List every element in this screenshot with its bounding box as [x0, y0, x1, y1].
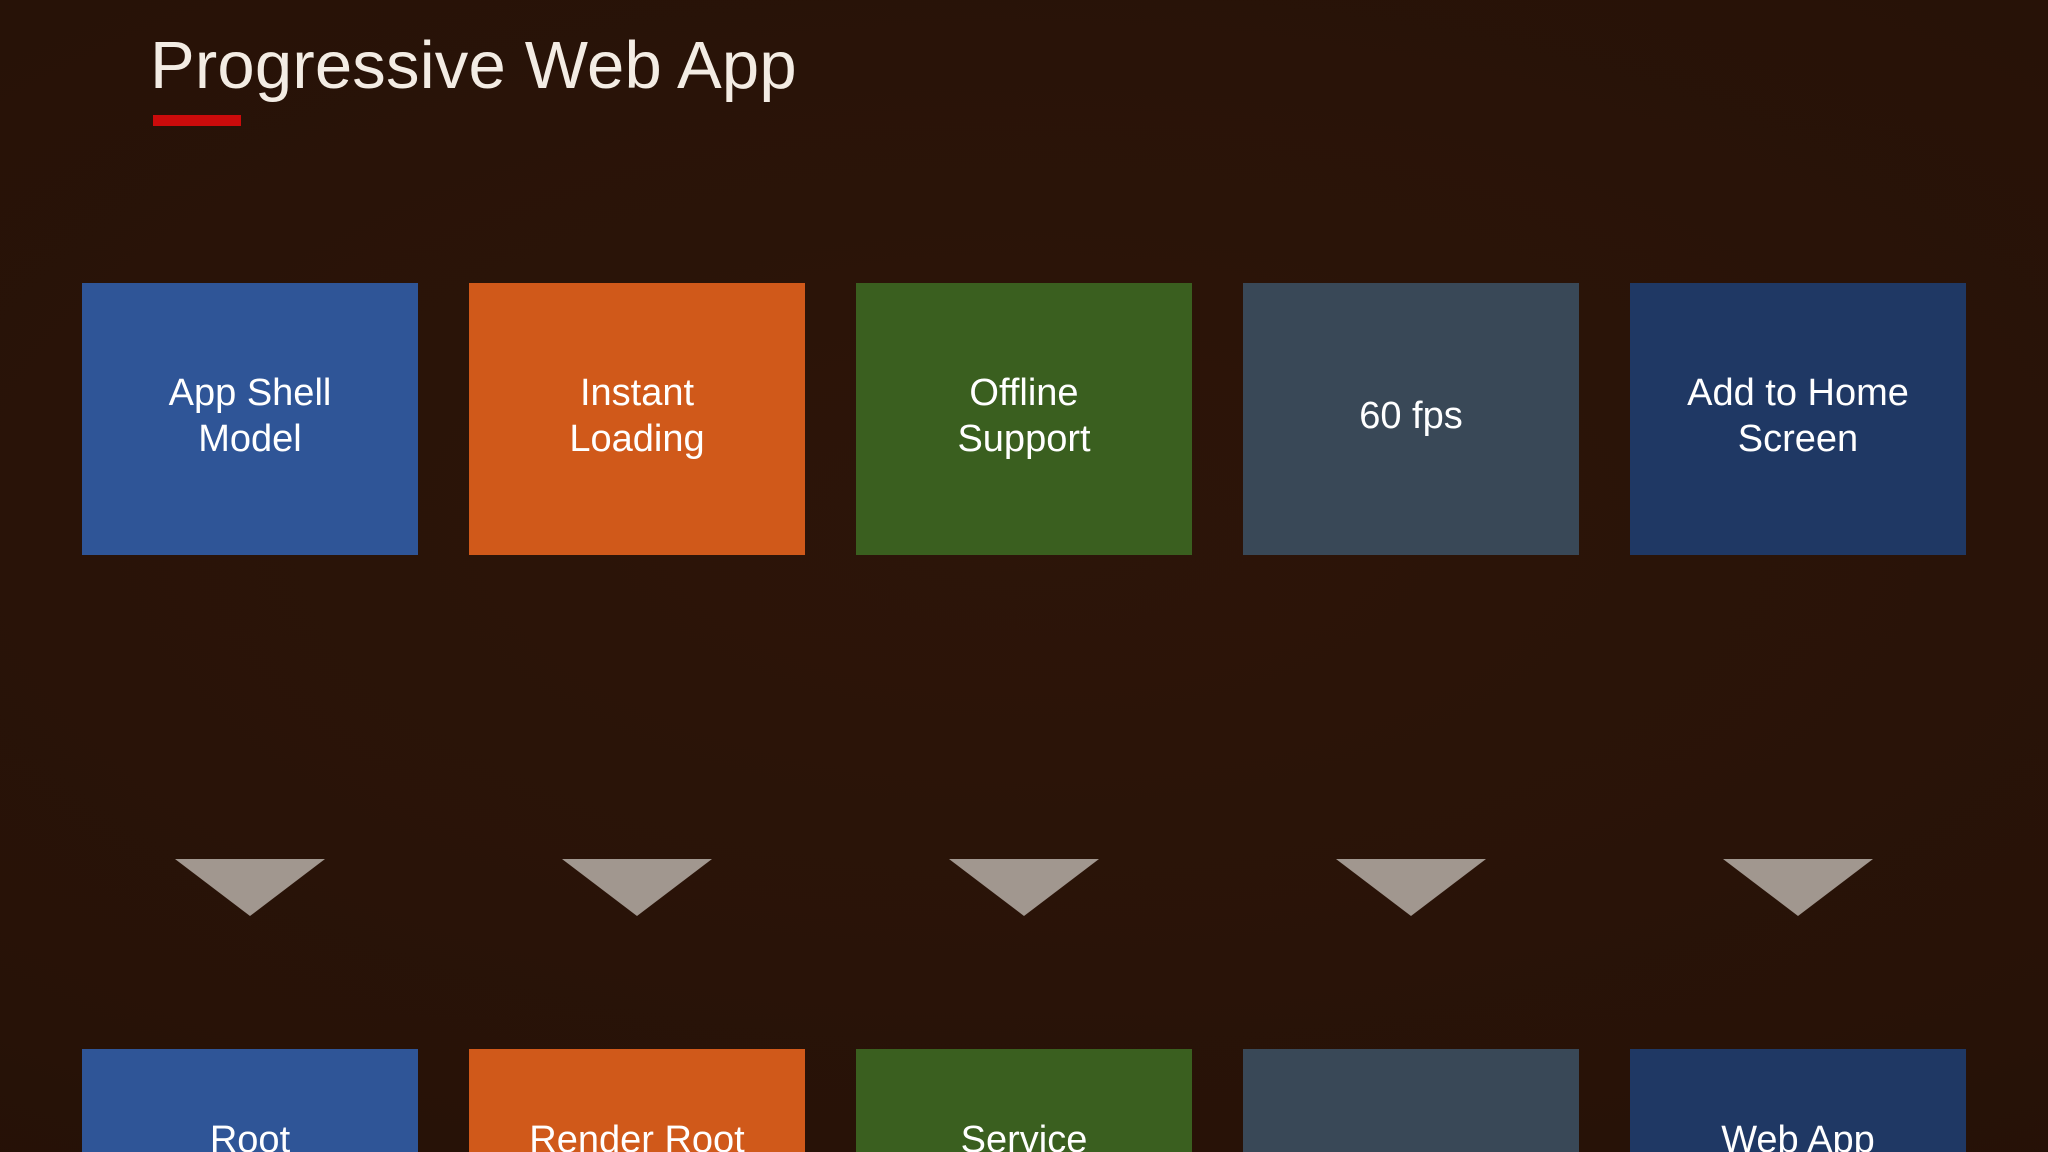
implementation-card-root-component-as-app-shell: Root Component as App Shell: [82, 1049, 418, 1152]
down-arrow-icon: [949, 859, 1099, 917]
title-underline-rule: [153, 115, 241, 126]
down-arrow-icon: [175, 859, 325, 917]
implementation-card-render-root-component-universally: Render Root Component Universally: [469, 1049, 805, 1152]
feature-card-60-fps: 60 fps: [1243, 283, 1579, 556]
arrow-cell-2: [469, 859, 805, 921]
arrow-cell-1: [82, 859, 418, 921]
page-title-block: Progressive Web App: [150, 28, 2048, 126]
feature-card-offline-support: Offline Support: [856, 283, 1192, 556]
down-arrow-icon: [1336, 859, 1486, 917]
arrow-cell-4: [1243, 859, 1579, 921]
feature-card-row: App Shell Model Instant Loading Offline …: [82, 283, 1966, 556]
implementation-card-row: Root Component as App Shell Render Root …: [82, 1049, 1966, 1152]
arrow-cell-5: [1630, 859, 1966, 921]
down-arrow-icon: [562, 859, 712, 917]
feature-card-app-shell: App Shell Model: [82, 283, 418, 556]
feature-card-add-to-home-screen: Add to Home Screen: [1630, 283, 1966, 556]
implementation-card-web-worker: Web Worker: [1243, 1049, 1579, 1152]
arrow-row: [82, 859, 1966, 921]
page-title: Progressive Web App: [150, 28, 797, 103]
down-arrow-icon: [1723, 859, 1873, 917]
feature-card-instant-loading: Instant Loading: [469, 283, 805, 556]
implementation-card-web-app-manifest-via-cli: Web App Manifest via CLI: [1630, 1049, 1966, 1152]
arrow-cell-3: [856, 859, 1192, 921]
implementation-card-service-worker-via-cli: Service Worker via CLI: [856, 1049, 1192, 1152]
